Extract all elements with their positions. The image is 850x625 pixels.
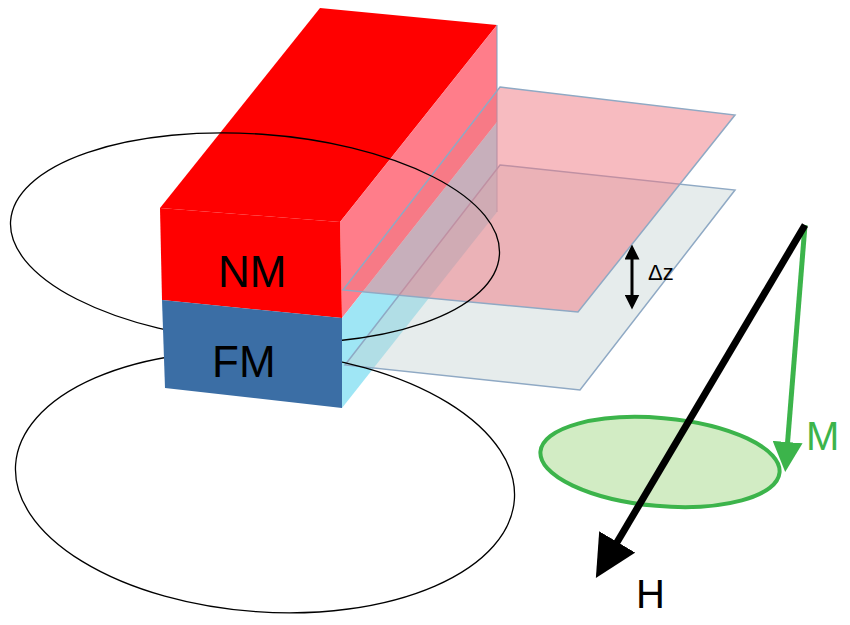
- nm-plane: [343, 87, 735, 312]
- spacing-label: Δz: [648, 262, 674, 284]
- face-fill: [162, 300, 342, 408]
- layer-name: FM: [212, 340, 276, 384]
- magnetization-label: M: [806, 416, 839, 456]
- field-loop: [7, 335, 524, 625]
- layer-face: NM: [160, 208, 342, 318]
- face-fill: [160, 208, 342, 318]
- magnetization-vector: [786, 225, 805, 462]
- spacing-arrow: [631, 252, 634, 302]
- field-label: H: [636, 574, 665, 614]
- layer-name: NM: [218, 250, 286, 294]
- layer-face: FM: [160, 300, 342, 408]
- precession-cone: [537, 408, 784, 517]
- field-vector: [603, 225, 805, 566]
